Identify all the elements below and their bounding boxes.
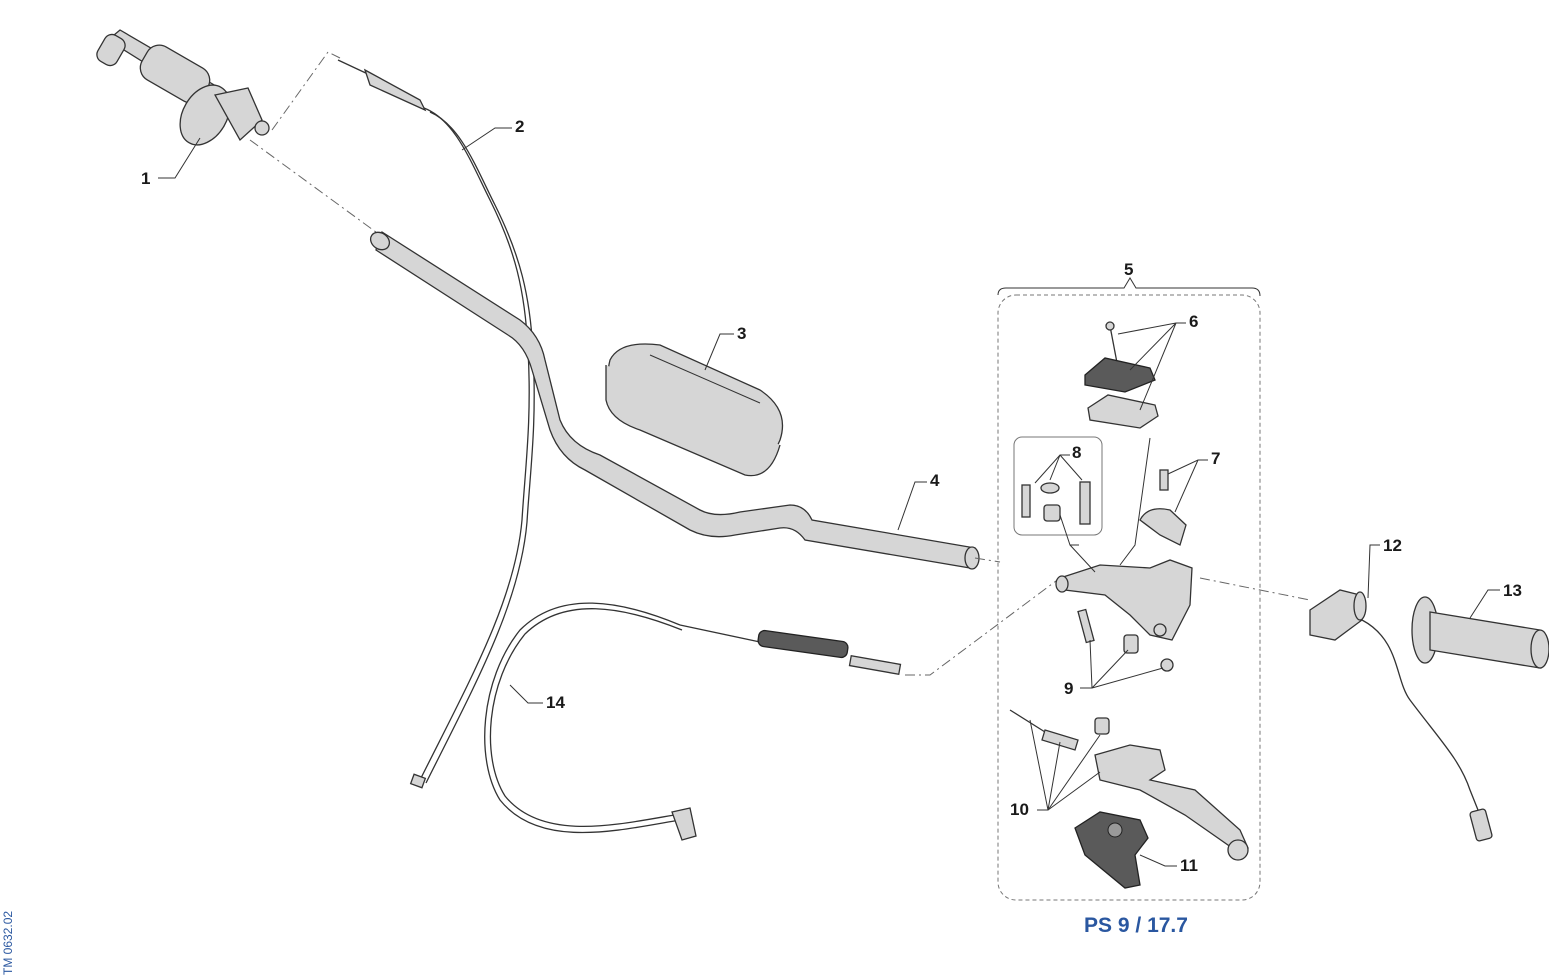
callout-9: 9 [1064,679,1073,698]
callout-14: 14 [546,693,565,712]
throttle-cable-part [337,59,535,789]
handlebar-part [369,231,980,570]
callout-6: 6 [1189,312,1198,331]
callout-1: 1 [141,169,150,188]
throttle-grip-part [96,29,270,146]
clutch-cable-part [484,602,902,841]
seal-kit-box [1013,436,1103,536]
clamp-part [1139,469,1187,546]
dash-line-grip-to-cable [271,51,341,131]
callout-10: 10 [1010,800,1029,819]
reservoir-cover-part [1084,321,1159,429]
callout-11: 11 [1180,856,1198,875]
clutch-switch-part [1199,577,1493,842]
callout-4: 4 [930,471,940,490]
bar-pad-part [605,343,784,477]
clutch-lever-part [1009,709,1249,861]
callout-13: 13 [1503,581,1522,600]
callout-7: 7 [1211,449,1220,468]
lever-cover-part [1074,811,1149,889]
dash-line-cable-to-lever [905,577,1061,676]
leader-lines [158,127,1500,867]
page-reference: PS 9 / 17.7 [1084,914,1188,937]
callout-5: 5 [1124,260,1133,279]
assembly-group-frame [997,277,1261,901]
callout-3: 3 [737,324,746,343]
callout-2: 2 [515,117,524,136]
callout-8: 8 [1072,443,1081,462]
left-grip-part [1411,596,1549,669]
bolts-part [1077,608,1174,672]
callout-12: 12 [1383,536,1402,555]
document-id: TM 0632.02 [1,911,15,975]
dash-line-grip-to-bar [249,139,381,236]
master-cylinder-part [1055,559,1193,641]
dash-line-bar-to-assembly [974,557,1001,563]
